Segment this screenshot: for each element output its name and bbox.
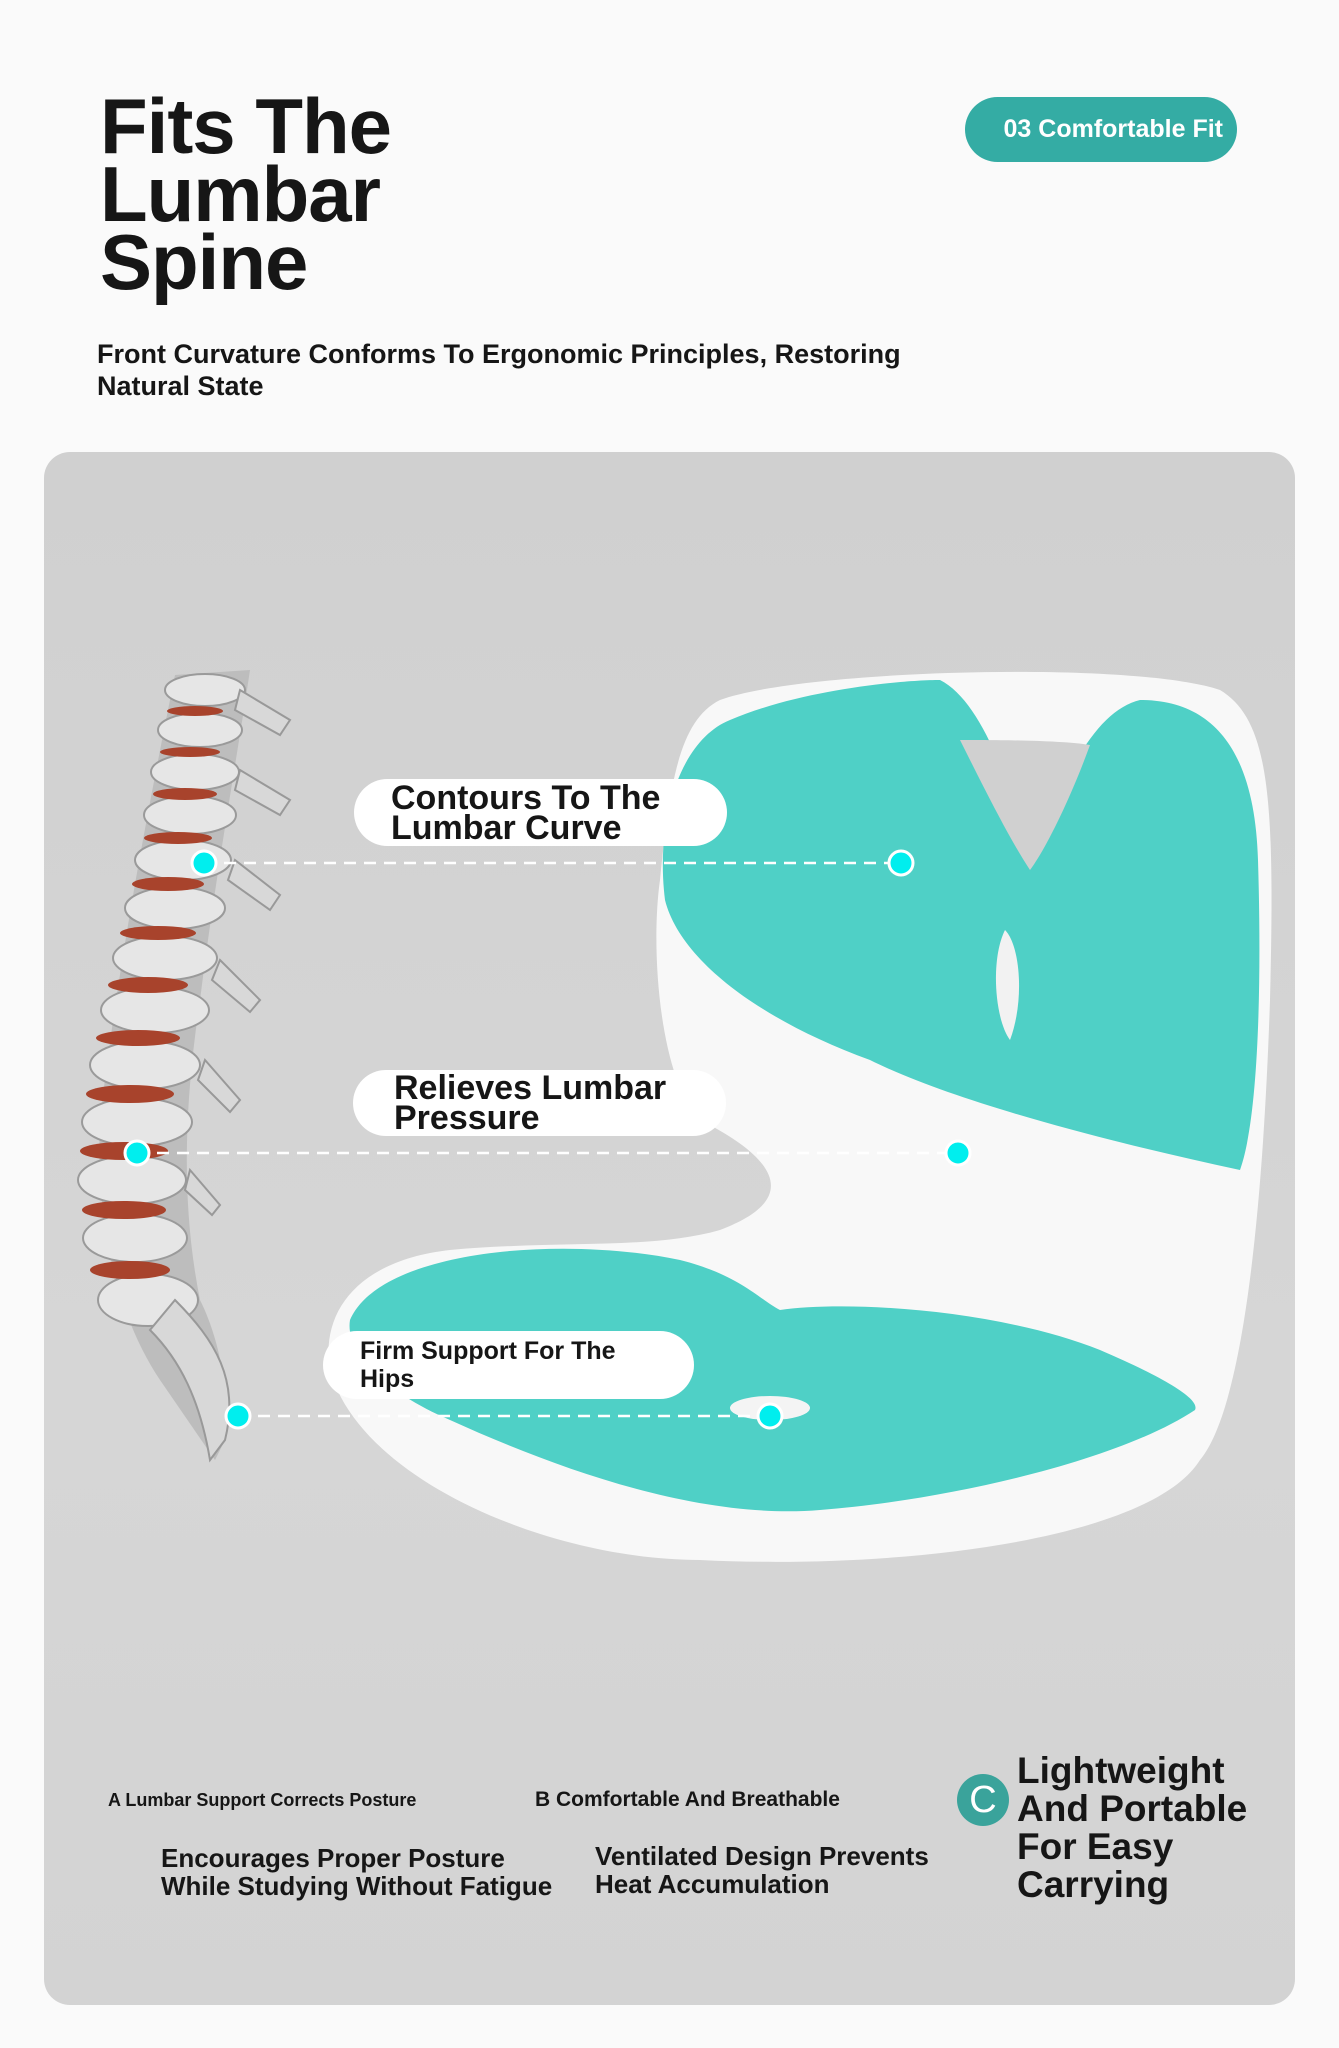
feature-b-desc: Ventilated Design Prevents Heat Accumula… xyxy=(595,1842,929,1898)
subtitle-line: Front Curvature Conforms To Ergonomic Pr… xyxy=(97,339,901,369)
feature-c-line: Carrying xyxy=(1017,1864,1170,1905)
feature-c-line: And Portable xyxy=(1017,1788,1248,1829)
feature-a-desc-line: While Studying Without Fatigue xyxy=(161,1871,553,1901)
feature-a-desc-line: Encourages Proper Posture xyxy=(161,1843,505,1873)
page-title: Fits The Lumbar Spine xyxy=(100,82,392,306)
marker-dot xyxy=(944,1139,972,1167)
feature-c-line: For Easy xyxy=(1017,1826,1174,1867)
feature-b-desc-line: Heat Accumulation xyxy=(595,1869,830,1899)
callout-lines xyxy=(137,861,958,1418)
marker-dot xyxy=(123,1139,151,1167)
callout-text: Contours To The xyxy=(391,778,661,817)
callout-hip-support: Firm Support For The Hips xyxy=(323,1331,694,1399)
feature-b-title: B Comfortable And Breathable xyxy=(535,1788,840,1811)
feature-c-line: Lightweight xyxy=(1017,1750,1225,1791)
feature-b-desc-line: Ventilated Design Prevents xyxy=(595,1841,929,1871)
feature-c-text: Lightweight And Portable For Easy Carryi… xyxy=(1017,1752,1277,1904)
spine-illustration xyxy=(77,670,292,1463)
callout-text: Pressure xyxy=(394,1099,540,1137)
callout-text: Relieves Lumbar xyxy=(394,1069,667,1107)
subtitle-line: Natural State xyxy=(97,371,264,401)
callout-lumbar-curve: Contours To The Lumbar Curve xyxy=(354,779,727,846)
marker-dot xyxy=(887,849,915,877)
marker-dot xyxy=(756,1402,784,1430)
title-line: Lumbar xyxy=(100,150,381,238)
title-line: Fits The xyxy=(100,82,392,170)
feature-c-badge: C xyxy=(957,1774,1009,1826)
feature-a-desc: Encourages Proper Posture While Studying… xyxy=(161,1844,552,1900)
callout-lumbar-pressure: Relieves Lumbar Pressure xyxy=(353,1070,726,1136)
marker-dot xyxy=(190,849,218,877)
title-line: Spine xyxy=(100,218,308,306)
section-badge: 03 Comfortable Fit xyxy=(965,97,1237,162)
subtitle: Front Curvature Conforms To Ergonomic Pr… xyxy=(97,338,997,402)
feature-a-title: A Lumbar Support Corrects Posture xyxy=(108,1790,417,1810)
marker-dot xyxy=(224,1402,252,1430)
callout-text: Hips xyxy=(360,1365,415,1393)
callout-text: Lumbar Curve xyxy=(391,808,622,847)
callout-text: Firm Support For The xyxy=(360,1337,616,1365)
